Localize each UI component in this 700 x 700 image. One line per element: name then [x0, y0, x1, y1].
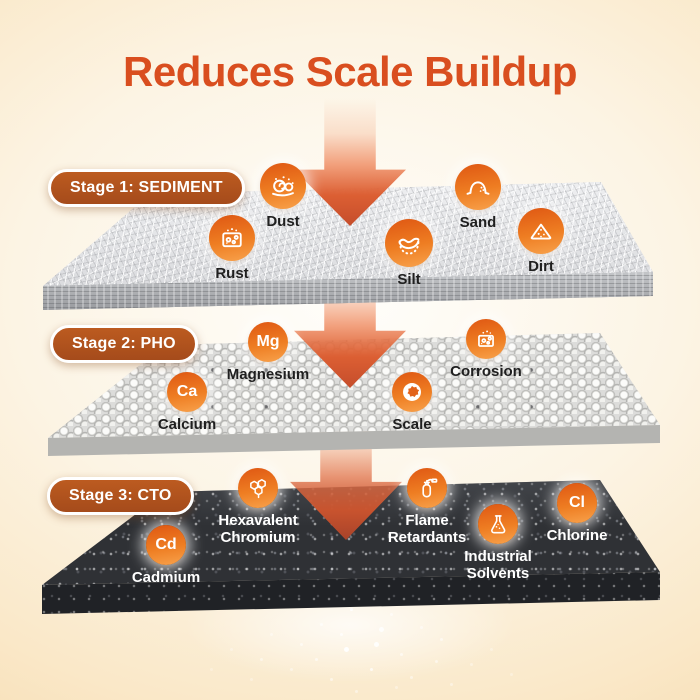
contaminant-label: Rust	[215, 265, 249, 282]
rust-icon	[209, 215, 255, 261]
contaminant-cadmium: Cd Cadmium	[106, 525, 226, 586]
contaminant-label: Magnesium	[226, 366, 310, 383]
element-symbol: Mg	[256, 333, 280, 350]
chlorine-icon: Cl	[557, 483, 597, 523]
dirt-icon	[518, 208, 564, 254]
contaminant-label: Dust	[266, 213, 300, 230]
page-title: Reduces Scale Buildup	[123, 48, 577, 95]
contaminant-flame-retardants: Flame Retardants	[367, 468, 487, 547]
contaminant-rust: Rust	[172, 215, 292, 282]
contaminant-label: Sand	[459, 214, 497, 231]
contaminant-label: Calcium	[157, 416, 217, 433]
contaminant-silt: Silt	[349, 219, 469, 288]
contaminant-label: Cadmium	[131, 569, 201, 586]
contaminant-label: Silt	[397, 271, 421, 288]
cadmium-icon: Cd	[146, 525, 186, 565]
stage2-label-pill: Stage 2: PHO	[50, 325, 198, 363]
contaminant-dirt: Dirt	[481, 208, 601, 275]
contaminant-hexavalent-chromium: Hexavalent Chromium	[198, 468, 318, 547]
contaminant-chlorine: Cl Chlorine	[517, 483, 637, 544]
fire-extinguisher-icon	[407, 468, 447, 508]
element-symbol: Ca	[176, 383, 198, 400]
contaminant-label: Corrosion	[450, 363, 522, 380]
contaminant-label: Dirt	[528, 258, 554, 275]
silt-icon	[385, 219, 433, 267]
element-symbol: Cd	[155, 536, 177, 553]
stage1-label-pill: Stage 1: SEDIMENT	[48, 169, 245, 207]
contaminant-dust: Dust	[223, 163, 343, 230]
contaminant-sand: Sand	[418, 164, 538, 231]
element-symbol: Cl	[569, 494, 585, 511]
corrosion-icon	[466, 319, 506, 359]
contaminant-label: Industrial Solvents	[464, 548, 532, 583]
contaminant-scale: Scale	[352, 372, 472, 433]
contaminant-corrosion: Corrosion	[426, 319, 546, 380]
contaminant-label: Chlorine	[546, 527, 608, 544]
contaminant-magnesium: Mg Magnesium	[208, 322, 328, 383]
scale-icon	[392, 372, 432, 412]
contaminant-industrial-solvents: Industrial Solvents	[438, 504, 558, 583]
magnesium-icon: Mg	[248, 322, 288, 362]
contaminant-calcium: Ca Calcium	[127, 372, 247, 433]
contaminant-label: Scale	[392, 416, 432, 433]
stage3-label-pill: Stage 3: CTO	[47, 477, 194, 515]
dust-icon	[260, 163, 306, 209]
calcium-icon: Ca	[167, 372, 207, 412]
flask-icon	[478, 504, 518, 544]
contaminant-label: Hexavalent Chromium	[218, 512, 298, 547]
molecule-icon	[238, 468, 278, 508]
sand-icon	[455, 164, 501, 210]
contaminant-label: Flame Retardants	[387, 512, 467, 547]
